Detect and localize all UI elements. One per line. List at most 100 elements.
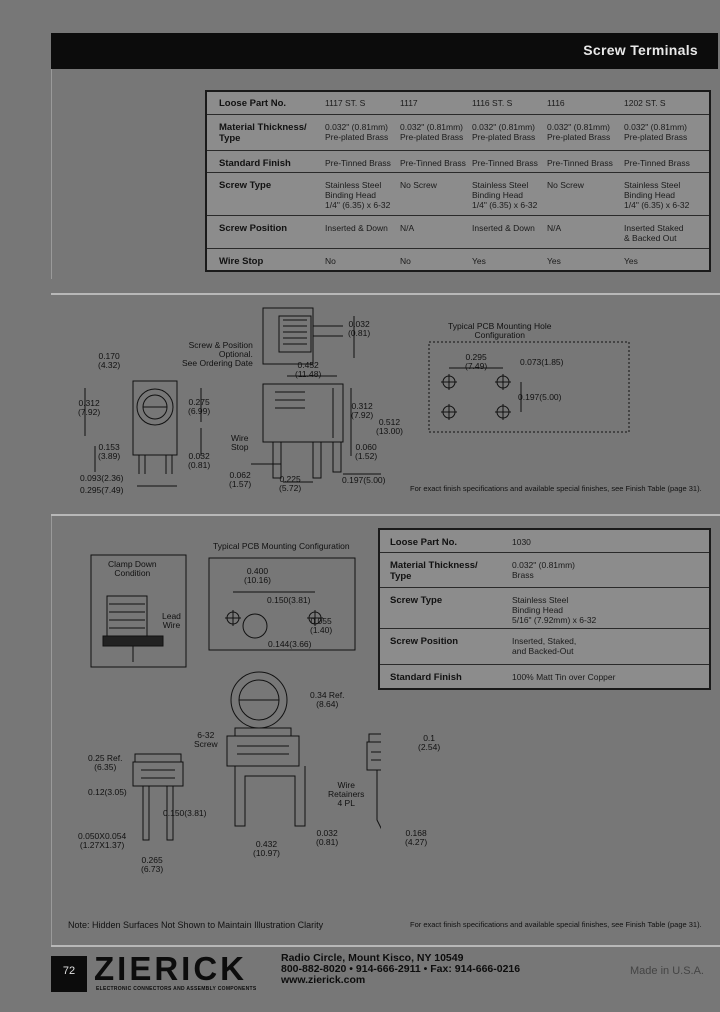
dim-0225: 0.225 (5.72) — [279, 474, 302, 493]
pcb-hole-title: Typical PCB Mounting Hole Configuration — [448, 321, 552, 340]
table2-row-value: 100% Matt Tin over Copper — [512, 672, 616, 682]
table1-row-label: Standard Finish — [219, 158, 291, 169]
pcb-config-title: Typical PCB Mounting Configuration — [213, 541, 350, 551]
table2-row-value: Stainless Steel Binding Head 5/16" (7.92… — [512, 595, 597, 625]
table2-row: Material Thickness/ Type 0.032" (0.81mm) … — [380, 552, 709, 588]
table1-row-label: Material Thickness/ Type — [219, 122, 307, 144]
table2-row: Screw Position Inserted, Staked, and Back… — [380, 628, 709, 665]
finish-note-2: For exact finish specifications and avai… — [410, 920, 702, 929]
dim-012: 0.12(3.05) — [88, 787, 127, 797]
table1-column-header: 1202 ST. S — [624, 98, 666, 108]
clamp-box — [90, 554, 187, 668]
table2-row-label: Standard Finish — [390, 672, 462, 683]
dim-0150-side: 0.150(3.81) — [163, 808, 207, 818]
header-bar: Screw Terminals — [51, 33, 718, 69]
table2-row-value: Inserted, Staked, and Backed-Out — [512, 636, 577, 656]
dim-0275: 0.275 (6.99) — [188, 397, 211, 416]
table1-cell: 0.032" (0.81mm) Pre-plated Brass — [547, 122, 611, 142]
dim-0168: 0.168 (4.27) — [405, 828, 428, 847]
front-body — [132, 380, 178, 456]
finish-note-1: For exact finish specifications and avai… — [410, 484, 702, 493]
table1-cell: 0.032" (0.81mm) Pre-plated Brass — [472, 122, 536, 142]
dim-0032-top: 0.032 (0.81) — [348, 319, 371, 338]
wire-retainers-label: Wire Retainers 4 PL — [328, 780, 365, 808]
table1-column-header: 1116 ST. S — [472, 98, 513, 108]
table1-cell: Stainless Steel Binding Head 1/4" (6.35)… — [325, 180, 391, 210]
table1-column-header: 1117 — [400, 98, 418, 108]
table1-cell: 0.032" (0.81mm) Pre-plated Brass — [325, 122, 389, 142]
dim-034-ref: 0.34 Ref. (8.64) — [310, 690, 345, 709]
table1-cell: Pre-Tinned Brass — [400, 158, 466, 168]
screw-632-label: 6-32 Screw — [194, 730, 218, 749]
dim-0312-right: 0.312 (7.92) — [351, 401, 374, 420]
table1-cell: Yes — [472, 256, 486, 266]
address: Radio Circle, Mount Kisco, NY 10549 — [281, 952, 464, 964]
wire-stop-label: Wire Stop — [231, 433, 249, 452]
table1-cell: 0.032" (0.81mm) Pre-plated Brass — [624, 122, 688, 142]
dim-0452: 0.452 (11.48) — [295, 360, 322, 379]
hidden-surfaces-note: Note: Hidden Surfaces Not Shown to Maint… — [68, 920, 324, 930]
table2-row-label: Screw Position — [390, 636, 459, 647]
table1-cell: N/A — [400, 223, 415, 233]
table1-column-header: 1117 ST. S — [325, 98, 366, 108]
logo-tagline: ELECTRONIC CONNECTORS AND ASSEMBLY COMPO… — [96, 986, 257, 992]
table1-row: Screw Type Stainless Steel Binding Head 1… — [207, 172, 709, 216]
pcb2-dim-0400: 0.400 (10.16) — [244, 566, 271, 585]
table1-cell: Pre-Tinned Brass — [325, 158, 391, 168]
dim-0295-front: 0.295(7.49) — [80, 485, 124, 495]
table1-row: Screw Position Inserted & Down N/A Inserted… — [207, 215, 709, 249]
dim-0197-side: 0.197(5.00) — [342, 475, 386, 485]
dim-0060: 0.060 (1.52) — [355, 442, 378, 461]
pcb-dim-0295: 0.295 (7.49) — [465, 352, 488, 371]
phones: 800-882-8020 • 914-666-2911 • Fax: 914-6… — [281, 963, 521, 975]
table2-row-label: Material Thickness/ Type — [390, 560, 478, 582]
table1-cell: No — [400, 256, 411, 266]
page-title: Screw Terminals — [583, 42, 698, 58]
table1-cell: Stainless Steel Binding Head 1/4" (6.35)… — [472, 180, 538, 210]
table1-cell: Pre-Tinned Brass — [547, 158, 613, 168]
table2-row-label: Screw Type — [390, 595, 443, 606]
pcb2-dim-0150: 0.150(3.81) — [267, 595, 311, 605]
pcb-config-box — [208, 557, 356, 651]
table1-cell: Stainless Steel Binding Head 1/4" (6.35)… — [624, 180, 690, 210]
made-in-usa: Made in U.S.A. — [630, 965, 704, 977]
dim-0050x0054: 0.050X0.054 (1.27X1.37) — [78, 831, 127, 850]
table2-row-value: 1030 — [512, 537, 531, 547]
zierick-logo: ZIERICK ELECTRONIC CONNECTORS AND ASSEMB… — [94, 950, 266, 996]
table1-cell: Pre-Tinned Brass — [472, 158, 538, 168]
table2-row-value: 0.032" (0.81mm) Brass — [512, 560, 576, 580]
section-divider-2 — [51, 514, 720, 516]
left-border-2 — [51, 516, 52, 946]
table1-row-label: Screw Type — [219, 180, 272, 191]
dim-0312-left: 0.312 (7.92) — [78, 398, 101, 417]
dim-0153: 0.153 (3.89) — [98, 442, 121, 461]
dim-0432: 0.432 (10.97) — [253, 839, 280, 858]
table1-row-label: Screw Position — [219, 223, 288, 234]
logo-wordmark: ZIERICK — [94, 950, 247, 987]
pcb2-dim-0055: 0.055 (1.40) — [310, 616, 333, 635]
dim-0032-2: 0.032 (0.81) — [316, 828, 339, 847]
table1-header-label: Loose Part No. — [219, 98, 287, 109]
table1-cell: No Screw — [547, 180, 584, 190]
dim-0032-front: 0.032 (0.81) — [188, 451, 211, 470]
dim-0512: 0.512 (13.00) — [376, 417, 403, 436]
table1-cell: No — [325, 256, 336, 266]
table2-row-label: Loose Part No. — [390, 537, 458, 548]
section-divider-3 — [51, 945, 720, 947]
table1-cell: Inserted Staked & Backed Out — [624, 223, 684, 243]
dim-0093: 0.093(2.36) — [80, 473, 124, 483]
table1-cell: 0.032" (0.81mm) Pre-plated Brass — [400, 122, 464, 142]
website-link[interactable]: www.zierick.com — [281, 974, 366, 986]
left-border — [51, 69, 52, 279]
clamp-title: Clamp Down Condition — [108, 559, 157, 578]
dim-0265: 0.265 (6.73) — [141, 855, 164, 874]
pcb-dim-0073: 0.073(1.85) — [520, 357, 564, 367]
front-screw-head — [136, 388, 174, 426]
dim-025-ref: 0.25 Ref. (6.35) — [88, 753, 123, 772]
table2-row: Screw Type Stainless Steel Binding Head 5… — [380, 587, 709, 629]
table1-cell: Inserted & Down — [325, 223, 388, 233]
